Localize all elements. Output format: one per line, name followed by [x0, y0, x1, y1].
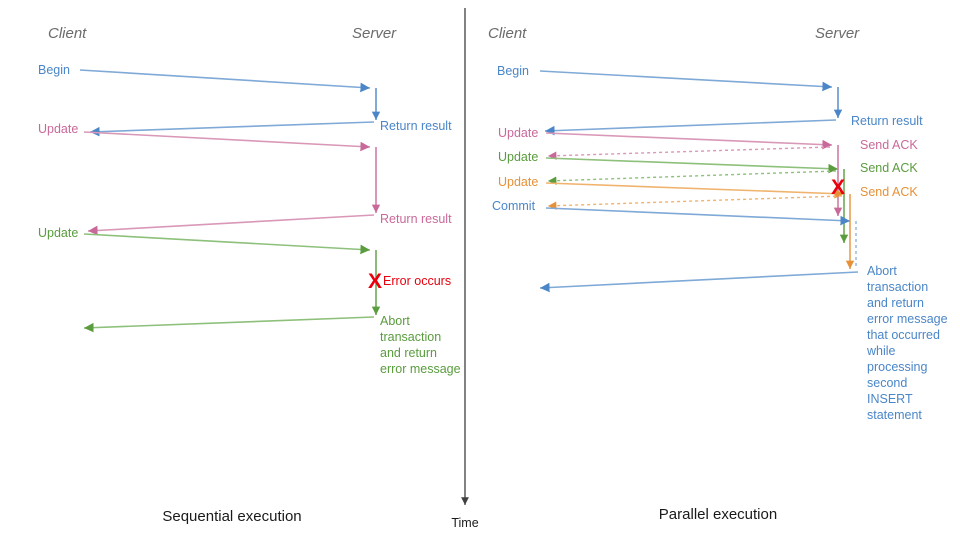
right-arrow-abort-return	[539, 271, 859, 293]
right-ack-1-dotted-line	[547, 146, 831, 160]
right-abort-return-line	[539, 271, 859, 293]
right-abort-note-line-8: second	[867, 376, 907, 390]
left-return-2-line	[87, 214, 375, 236]
right-arrow-update-1	[545, 132, 843, 216]
right-arrow-begin	[539, 70, 843, 118]
right-ack-2-dotted-line	[547, 170, 837, 185]
right-abort-note-line-6: while	[866, 344, 896, 358]
left-abort-note: Abort transaction and return error messa…	[380, 314, 461, 376]
right-abort-note-line-9: INSERT	[867, 392, 913, 406]
left-return-1-line	[89, 121, 375, 137]
left-server-lane-label: Server	[352, 25, 397, 42]
error-x-icon: X	[368, 270, 382, 293]
left-arrow-begin	[79, 69, 381, 120]
right-label-update-1: Update	[498, 126, 538, 140]
right-abort-note: Abort transaction and return error messa…	[866, 264, 948, 422]
right-ack-3-dotted-line	[547, 195, 843, 210]
right-label-return-result: Return result	[851, 114, 923, 128]
right-abort-note-line-3: and return	[867, 296, 924, 310]
right-abort-note-line-2: transaction	[867, 280, 928, 294]
left-abort-return-line	[83, 316, 375, 333]
right-return-result-line	[544, 119, 837, 136]
left-client-lane-label: Client	[48, 25, 87, 42]
right-server-lane-label: Server	[815, 25, 860, 42]
time-axis: Time	[451, 8, 479, 530]
right-arrow-update-2	[545, 157, 849, 243]
right-label-begin: Begin	[497, 64, 529, 78]
left-update-2-line	[83, 233, 371, 255]
right-abort-note-line-5: that occurred	[867, 328, 940, 342]
left-arrow-update-1	[83, 131, 381, 213]
right-abort-note-line-10: statement	[867, 408, 922, 422]
left-arrow-return-result-2	[87, 214, 375, 236]
left-arrow-return-result-1	[89, 121, 375, 137]
left-abort-note-line-1: Abort	[380, 314, 410, 328]
time-axis-label: Time	[451, 516, 478, 530]
left-abort-note-line-2: transaction	[380, 330, 441, 344]
left-panel: Client Server Begin Return result Update	[38, 25, 461, 525]
left-abort-note-line-3: and return	[380, 346, 437, 360]
left-arrow-update-2	[83, 233, 381, 315]
right-label-update-2: Update	[498, 150, 538, 164]
right-label-update-3: Update	[498, 175, 538, 189]
right-label-commit: Commit	[492, 199, 536, 213]
left-label-update-1: Update	[38, 122, 78, 136]
left-label-begin: Begin	[38, 63, 70, 77]
right-update-3-line	[545, 182, 845, 199]
right-panel: Client Server Begin Return result Update…	[488, 25, 948, 523]
right-arrow-return-result	[544, 119, 837, 136]
right-client-lane-label: Client	[488, 25, 527, 42]
right-arrow-update-3	[545, 182, 855, 269]
left-label-update-2: Update	[38, 226, 78, 240]
right-update-1-line	[545, 132, 833, 150]
right-begin-line	[539, 70, 833, 92]
left-arrow-abort-return	[83, 316, 375, 333]
right-arrow-commit	[545, 207, 857, 268]
right-panel-caption: Parallel execution	[659, 506, 777, 523]
left-label-return-result-1: Return result	[380, 119, 452, 133]
left-label-return-result-2: Return result	[380, 212, 452, 226]
right-abort-note-line-7: processing	[867, 360, 927, 374]
left-abort-note-line-4: error message	[380, 362, 461, 376]
left-panel-caption: Sequential execution	[162, 508, 301, 525]
right-commit-line	[545, 207, 851, 226]
left-update-1-line	[83, 131, 371, 152]
right-abort-note-line-4: error message	[867, 312, 948, 326]
left-begin-line	[79, 69, 371, 93]
right-abort-note-line-1: Abort	[867, 264, 897, 278]
right-update-2-line	[545, 157, 839, 174]
right-label-send-ack-3: Send ACK	[860, 185, 918, 199]
right-label-send-ack-2: Send ACK	[860, 161, 918, 175]
left-label-error-occurs: Error occurs	[383, 274, 451, 288]
right-label-send-ack-1: Send ACK	[860, 138, 918, 152]
right-error-x-icon: X	[831, 176, 845, 199]
